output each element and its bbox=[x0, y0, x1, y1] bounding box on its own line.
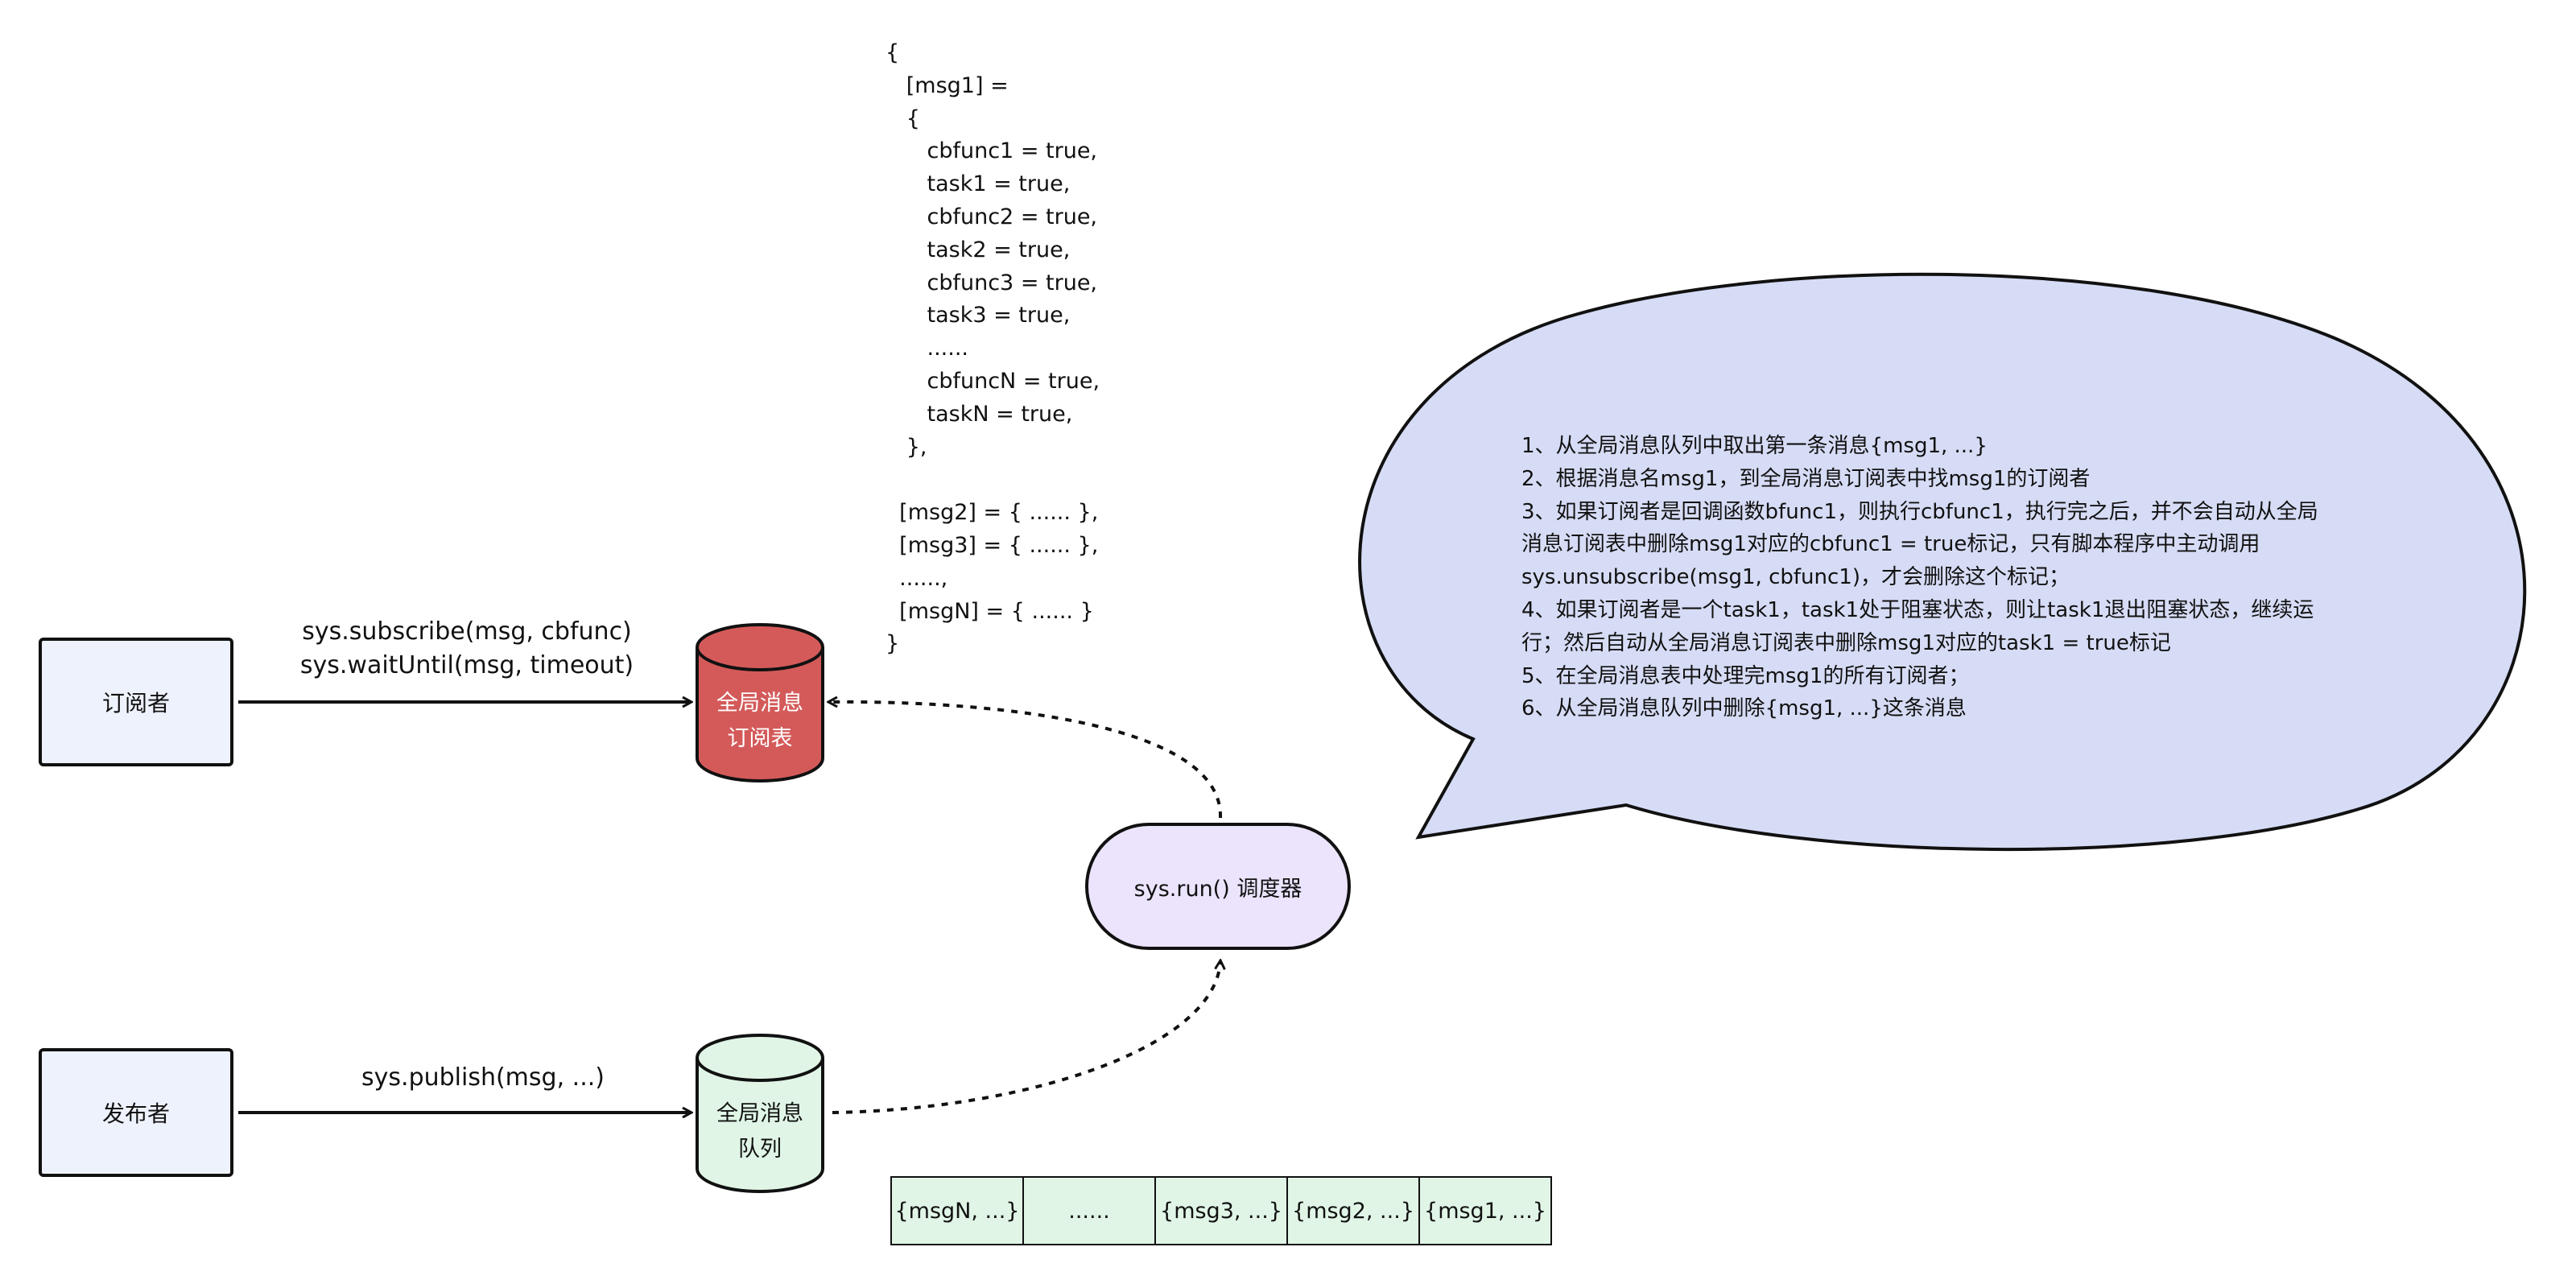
subscribe-edge-label: sys.subscribe(msg, cbfunc) sys.waitUntil… bbox=[258, 615, 676, 683]
subscribe-call: sys.subscribe(msg, cbfunc) bbox=[302, 617, 632, 646]
scheduler-steps: 1、从全局消息队列中取出第一条消息{msg1, ...} 2、根据消息名msg1，… bbox=[1521, 430, 2399, 725]
subscriber-label: 订阅者 bbox=[101, 690, 170, 716]
code-line: cbfuncN = true, bbox=[886, 368, 1100, 394]
message-queue-label: 全局消息 队列 bbox=[716, 1101, 803, 1162]
code-line bbox=[886, 464, 1100, 497]
queue-to-scheduler-arrow bbox=[832, 961, 1220, 1114]
queue-cell: {msg1, ...} bbox=[1418, 1176, 1552, 1245]
code-line: [msgN] = { ...... } bbox=[886, 598, 1094, 624]
scheduler-label: sys.run() 调度器 bbox=[1133, 876, 1302, 902]
callout-bubble bbox=[1358, 272, 2527, 852]
subscriber-box: 订阅者 bbox=[39, 638, 233, 766]
message-queue-cylinder bbox=[696, 1034, 824, 1193]
code-line: }, bbox=[886, 434, 927, 460]
code-line: { bbox=[886, 105, 920, 131]
code-line: ...... bbox=[886, 336, 968, 361]
subscription-table-cylinder bbox=[696, 623, 824, 782]
code-line: cbfunc1 = true, bbox=[886, 138, 1098, 164]
code-line: task1 = true, bbox=[886, 171, 1071, 197]
step-line: 2、根据消息名msg1，到全局消息订阅表中找msg1的订阅者 bbox=[1521, 466, 2091, 491]
queue-cell: {msg2, ...} bbox=[1286, 1176, 1420, 1245]
publish-edge-label: sys.publish(msg, ...) bbox=[266, 1061, 700, 1095]
step-line: 3、如果订阅者是回调函数bfunc1，则执行cbfunc1，执行完之后，并不会自… bbox=[1521, 499, 2318, 524]
code-line: cbfunc2 = true, bbox=[886, 204, 1098, 229]
publisher-label: 发布者 bbox=[101, 1100, 170, 1127]
scheduler-to-table-arrow bbox=[829, 702, 1223, 819]
step-line: 6、从全局消息队列中删除{msg1, ...}这条消息 bbox=[1521, 696, 1967, 721]
code-line: task3 = true, bbox=[886, 303, 1071, 328]
code-line: [msg3] = { ...... }, bbox=[886, 532, 1099, 558]
subscription-table-structure: { [msg1] = { cbfunc1 = true, task1 = tru… bbox=[886, 37, 1100, 661]
publish-call: sys.publish(msg, ...) bbox=[361, 1063, 605, 1092]
message-queue-cells: {msgN, ...}......{msg3, ...}{msg2, ...}{… bbox=[890, 1176, 1552, 1245]
code-line: task2 = true, bbox=[886, 237, 1071, 262]
queue-cell: {msgN, ...} bbox=[890, 1176, 1024, 1245]
code-line: taskN = true, bbox=[886, 401, 1073, 427]
code-line: [msg1] = bbox=[886, 72, 1009, 98]
step-line: sys.unsubscribe(msg1, cbfunc1)，才会删除这个标记； bbox=[1521, 565, 2070, 590]
queue-cell: ...... bbox=[1022, 1176, 1156, 1245]
step-line: 5、在全局消息表中处理完msg1的所有订阅者； bbox=[1521, 663, 1970, 688]
step-line: 1、从全局消息队列中取出第一条消息{msg1, ...} bbox=[1521, 434, 1988, 458]
step-line: 行；然后自动从全局消息订阅表中删除msg1对应的task1 = true标记 bbox=[1521, 630, 2171, 655]
subscription-table-label: 全局消息 订阅表 bbox=[716, 691, 803, 751]
code-line: [msg2] = { ...... }, bbox=[886, 500, 1099, 526]
code-line: } bbox=[886, 631, 900, 657]
queue-cell: {msg3, ...} bbox=[1154, 1176, 1288, 1245]
step-line: 4、如果订阅者是一个task1，task1处于阻塞状态，则让task1退出阻塞状… bbox=[1521, 597, 2314, 622]
code-line: { bbox=[886, 40, 900, 65]
scheduler-node: sys.run() 调度器 bbox=[1085, 823, 1351, 950]
wait-until-call: sys.waitUntil(msg, timeout) bbox=[299, 651, 634, 679]
code-line: ......, bbox=[886, 565, 948, 591]
publisher-box: 发布者 bbox=[39, 1048, 233, 1177]
step-line: 消息订阅表中删除msg1对应的cbfunc1 = true标记，只有脚本程序中主… bbox=[1521, 532, 2260, 557]
code-line: cbfunc3 = true, bbox=[886, 270, 1098, 295]
